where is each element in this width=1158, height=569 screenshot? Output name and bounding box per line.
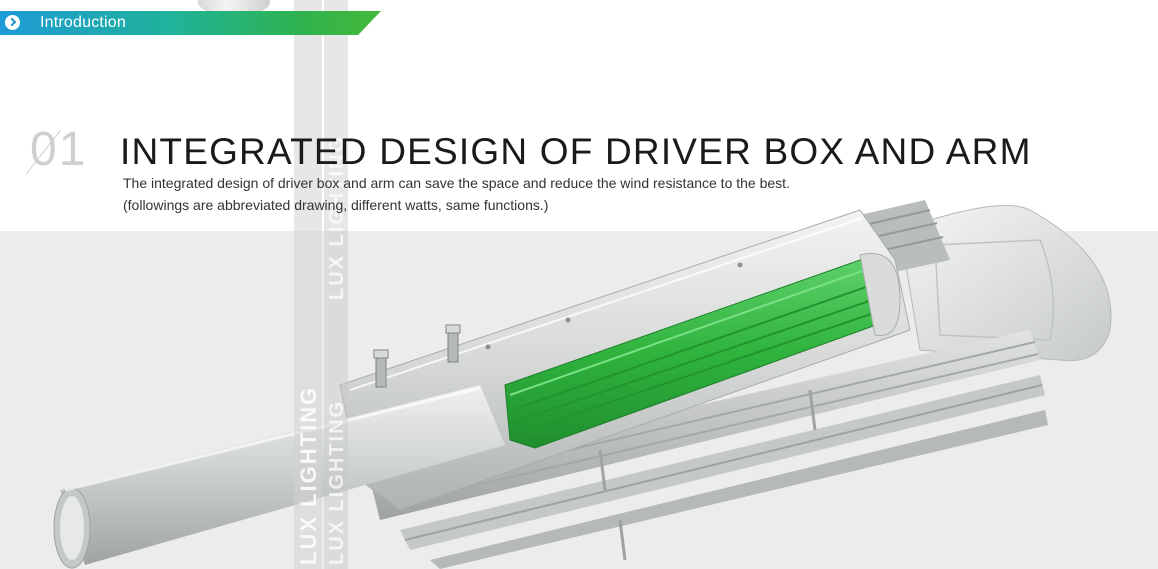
lamp-head-plate <box>899 205 1112 362</box>
section-note: (followings are abbreviated drawing, dif… <box>123 197 549 213</box>
introduction-tab[interactable]: Introduction <box>0 11 381 35</box>
watermark-strip <box>294 0 322 569</box>
pole-arm <box>53 385 505 569</box>
mounting-bolts <box>373 324 461 388</box>
section-title: INTEGRATED DESIGN OF DRIVER BOX AND ARM <box>120 131 1032 172</box>
watermark-text: LUX LIGHTING <box>296 385 321 565</box>
introduction-label: Introduction <box>40 14 127 31</box>
street-light-illustration <box>53 200 1112 569</box>
heat-sink-fins <box>370 330 1048 569</box>
watermark-text: LUX LIGHTING <box>326 399 348 565</box>
housing-end-cap <box>859 253 901 337</box>
section-description: The integrated design of driver box and … <box>123 175 790 191</box>
header-area <box>0 0 1158 231</box>
watermark-strip <box>324 0 348 569</box>
chevron-right-icon <box>5 15 20 30</box>
